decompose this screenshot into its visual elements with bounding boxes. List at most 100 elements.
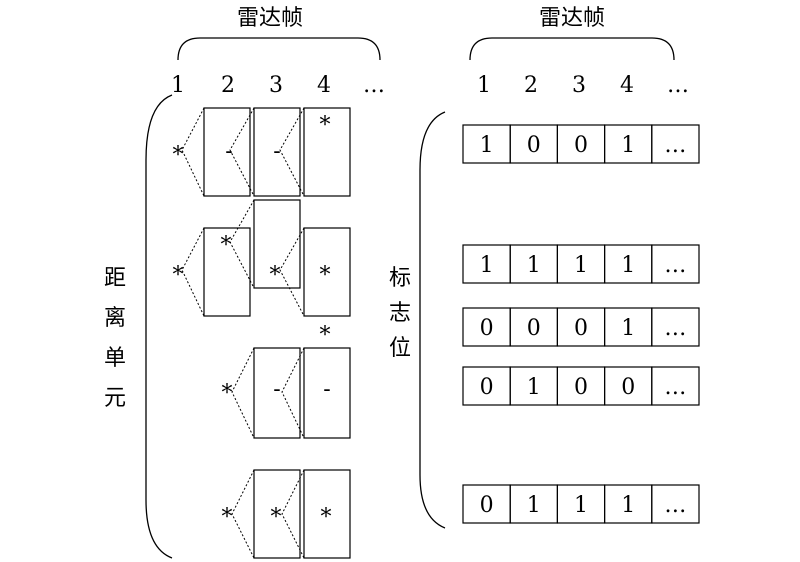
right-header-brace	[469, 37, 675, 61]
connector-dotted	[231, 347, 255, 439]
side-label-char: 位	[389, 336, 411, 361]
detection-mark: *	[321, 505, 332, 530]
detection-mark: *	[173, 143, 184, 168]
flag-bit: 1	[574, 493, 588, 518]
right-panel: 雷达帧 1 2 3 4 … 标 志 位 1 0 0 1 … 1 1 1 1 … 0 0 0 1 … 0 1 0 0 ……	[389, 6, 700, 529]
flag-bit: 1	[527, 375, 541, 400]
right-header: 雷达帧	[539, 6, 605, 31]
right-side-brace	[419, 111, 446, 529]
detection-mark: *	[320, 323, 331, 348]
connector-dotted	[181, 107, 205, 197]
left-header-brace	[177, 37, 381, 61]
flag-bit: 1	[621, 253, 635, 278]
flag-cell	[651, 484, 700, 524]
frame-window-box	[253, 347, 301, 439]
frame-window-box	[303, 107, 351, 197]
left-frame-label: 4	[317, 73, 331, 98]
left-side-brace	[145, 94, 173, 559]
no-detection-mark: -	[273, 377, 280, 402]
detection-mark: *	[173, 263, 184, 288]
detection-mark: *	[320, 113, 331, 138]
flag-bit: …	[664, 493, 686, 518]
flag-bit: 1	[574, 253, 588, 278]
no-detection-mark: -	[323, 377, 330, 402]
flag-cell	[651, 244, 700, 284]
frame-window-box	[203, 227, 251, 317]
flag-bit: 1	[621, 493, 635, 518]
connector-dotted	[231, 469, 255, 559]
connector-dotted	[279, 107, 305, 197]
connector-dotted	[229, 199, 255, 289]
flag-bit: …	[664, 133, 686, 158]
frame-window-box	[253, 107, 301, 197]
side-label-char: 元	[104, 386, 126, 411]
side-label-char: 距	[104, 266, 126, 291]
no-detection-mark: -	[273, 139, 280, 164]
flag-bit: 1	[480, 133, 494, 158]
flag-bit: 0	[480, 316, 494, 341]
detection-mark: *	[271, 505, 282, 530]
detection-mark: *	[270, 263, 281, 288]
detection-mark: *	[222, 505, 233, 530]
range-cell-group: * * *	[222, 469, 351, 559]
flag-cell	[651, 366, 700, 406]
detection-mark: *	[221, 233, 232, 258]
side-label-char: 标	[389, 266, 411, 291]
flag-bit: 0	[574, 133, 588, 158]
left-header: 雷达帧	[237, 6, 303, 31]
flag-bit: 0	[527, 133, 541, 158]
connector-dotted	[281, 469, 305, 559]
left-panel: 雷达帧 1 2 3 4 … 距 离 单 元 * - - *	[104, 6, 385, 559]
flag-row: 1 1 1 1 …	[462, 244, 700, 284]
frame-window-box	[253, 199, 301, 289]
frame-window-box	[253, 469, 301, 559]
right-frame-label: 4	[620, 73, 634, 98]
right-frame-label: 2	[524, 73, 538, 98]
flag-bit: …	[664, 375, 686, 400]
detection-mark: *	[320, 263, 331, 288]
flag-row: 0 0 0 1 …	[462, 307, 700, 347]
flag-bit: 0	[480, 493, 494, 518]
flag-row: 0 1 0 0 …	[462, 366, 700, 406]
range-cell-group: * * - -	[222, 323, 351, 439]
flag-bit: 0	[574, 375, 588, 400]
connector-dotted	[279, 227, 305, 317]
right-frame-label: 1	[477, 73, 491, 98]
connector-dotted	[281, 347, 305, 439]
flag-bit: 0	[527, 316, 541, 341]
flag-bit: 1	[480, 253, 494, 278]
connector-dotted	[181, 227, 205, 317]
flag-bit: 0	[574, 316, 588, 341]
right-frame-label: …	[667, 73, 689, 98]
flag-row: 0 1 1 1 …	[462, 484, 700, 524]
range-cell-group: * * * *	[173, 199, 351, 317]
connector-dotted	[229, 107, 255, 197]
flag-bit: 0	[621, 375, 635, 400]
range-cell-group: * - - *	[173, 107, 351, 197]
right-frame-label: 3	[572, 73, 586, 98]
flag-bit: 0	[480, 375, 494, 400]
detection-mark: *	[222, 381, 233, 406]
left-frame-label: 1	[171, 73, 185, 98]
flag-bit: …	[664, 253, 686, 278]
no-detection-mark: -	[225, 139, 232, 164]
left-frame-label: …	[363, 73, 385, 98]
flag-bit: 1	[527, 493, 541, 518]
side-label-char: 离	[104, 306, 126, 331]
flag-bit: 1	[527, 253, 541, 278]
frame-window-box	[203, 107, 251, 197]
side-label-char: 单	[104, 346, 126, 371]
left-frame-label: 3	[269, 73, 283, 98]
side-label-char: 志	[389, 301, 411, 326]
flag-cell	[651, 124, 700, 164]
flag-bit: …	[664, 316, 686, 341]
left-frame-label: 2	[221, 73, 235, 98]
flag-bit: 1	[621, 316, 635, 341]
frame-window-box	[303, 469, 351, 559]
frame-window-box	[303, 347, 351, 439]
frame-window-box	[303, 227, 351, 317]
